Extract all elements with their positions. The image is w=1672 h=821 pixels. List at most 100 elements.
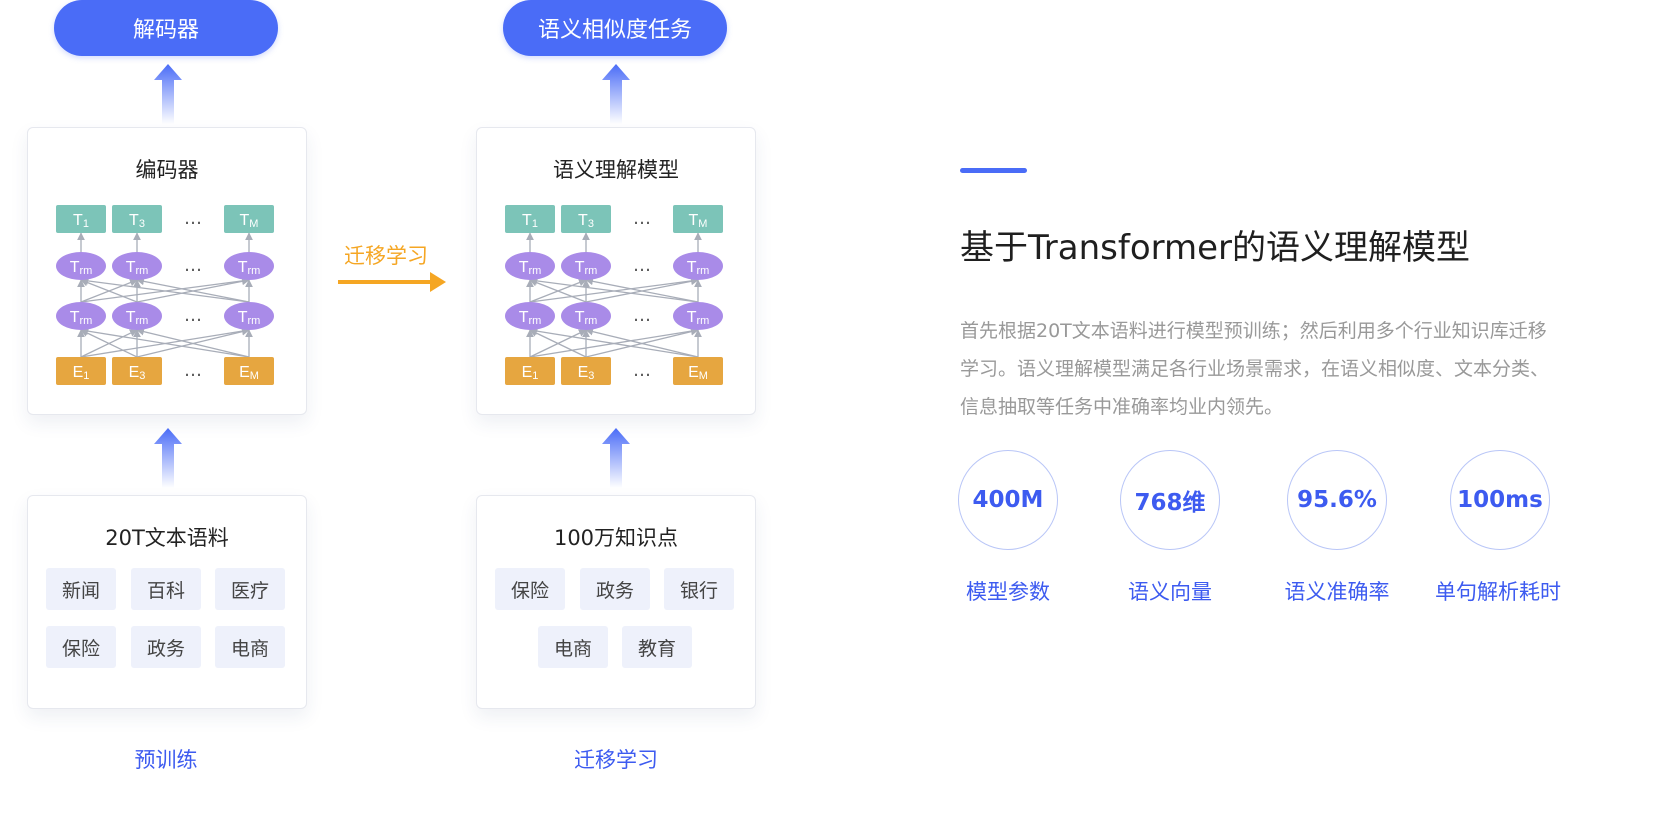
- stat-label-vector: 语义向量: [1128, 580, 1212, 604]
- up-arrow-icon: [602, 64, 630, 124]
- description: 首先根据20T文本语料进行模型预训练；然后利用多个行业知识库迁移学习。语义理解模…: [960, 320, 1550, 418]
- encoder-title: 编码器: [135, 158, 199, 182]
- input-token-label: EM: [688, 364, 708, 382]
- transformer-node-label: Trm: [238, 259, 261, 277]
- decoder-pill: 解码器: [54, 0, 278, 56]
- input-token-label: E3: [129, 364, 146, 382]
- transformer-node-label: Trm: [238, 309, 261, 327]
- knowledge-tag: 电商: [538, 626, 608, 668]
- similarity-task-label: 语义相似度任务: [537, 18, 692, 43]
- transformer-node-label: Trm: [70, 259, 93, 277]
- transformer-node-label: Trm: [575, 259, 598, 277]
- ellipsis: …: [633, 255, 651, 276]
- corpus-tag: 电商: [215, 626, 285, 668]
- input-token: [224, 357, 274, 385]
- network-edge: [80, 327, 250, 358]
- output-token: [56, 205, 106, 233]
- corpus-card: 20T文本语料 新闻 百科 医疗 保险 政务 电商: [27, 495, 307, 709]
- network-edge: [136, 327, 250, 358]
- ellipsis: …: [184, 255, 202, 276]
- output-token-label: T1: [522, 212, 538, 230]
- transformer-node: [112, 252, 162, 280]
- ellipsis: …: [633, 305, 651, 326]
- transformer-node-label: Trm: [519, 309, 542, 327]
- knowledge-tag: 保险: [495, 568, 565, 610]
- output-token-label: T3: [129, 212, 145, 230]
- transfer-arrow-label: 迁移学习: [344, 244, 428, 268]
- up-arrow-icon: [154, 64, 182, 124]
- right-arrow-icon: [338, 272, 446, 292]
- network-edge: [529, 277, 699, 303]
- stage-label-transfer: 迁移学习: [574, 748, 658, 772]
- output-token-label: TM: [689, 212, 708, 230]
- knowledge-tag: 银行: [664, 568, 734, 610]
- stat-circle-latency: 100ms: [1450, 450, 1550, 550]
- input-token: [112, 357, 162, 385]
- transformer-node: [561, 252, 611, 280]
- input-token-label: E3: [578, 364, 595, 382]
- up-arrow-icon: [154, 428, 182, 488]
- network-edge: [136, 277, 250, 303]
- input-token-label: EM: [239, 364, 259, 382]
- corpus-tag: 医疗: [215, 568, 285, 610]
- transformer-node: [56, 252, 106, 280]
- transformer-node-label: Trm: [687, 309, 710, 327]
- network-edge: [80, 278, 138, 303]
- corpus-tag: 政务: [131, 626, 201, 668]
- network-edge: [585, 277, 699, 303]
- transformer-node-label: Trm: [126, 259, 149, 277]
- ellipsis: …: [633, 208, 651, 229]
- transformer-node: [56, 302, 106, 330]
- corpus-tag: 保险: [46, 626, 116, 668]
- knowledge-title: 100万知识点: [553, 526, 679, 550]
- knowledge-card: 100万知识点 保险 政务 银行 电商 教育: [476, 495, 756, 709]
- transformer-node: [224, 302, 274, 330]
- network-edge: [529, 278, 587, 303]
- corpus-title: 20T文本语料: [105, 526, 229, 550]
- page-title: 基于Transformer的语义理解模型: [960, 228, 1471, 268]
- semantic-model-title: 语义理解模型: [553, 158, 679, 182]
- input-token-label: E1: [522, 364, 539, 382]
- network-edge: [80, 329, 138, 358]
- output-token: [112, 205, 162, 233]
- corpus-tag: 新闻: [46, 568, 116, 610]
- knowledge-tag: 教育: [622, 626, 692, 668]
- network-edge: [529, 329, 587, 358]
- stage-label-pretrain: 预训练: [134, 748, 198, 772]
- stat-circle-params: 400M: [958, 450, 1058, 550]
- output-token-label: TM: [240, 212, 259, 230]
- transformer-node: [505, 302, 555, 330]
- ellipsis: …: [184, 360, 202, 381]
- transformer-node: [224, 252, 274, 280]
- transformer-node-label: Trm: [687, 259, 710, 277]
- input-token: [673, 357, 723, 385]
- output-token-label: T1: [73, 212, 89, 230]
- transformer-node: [673, 252, 723, 280]
- input-token: [561, 357, 611, 385]
- network-edge: [529, 327, 699, 358]
- stat-label-latency: 单句解析耗时: [1435, 580, 1561, 604]
- transformer-node: [505, 252, 555, 280]
- output-token-label: T3: [578, 212, 594, 230]
- network-edge: [80, 277, 250, 303]
- ellipsis: …: [184, 305, 202, 326]
- transformer-node: [673, 302, 723, 330]
- stat-label-params: 模型参数: [966, 580, 1050, 604]
- transformer-node-label: Trm: [575, 309, 598, 327]
- transformer-node-label: Trm: [126, 309, 149, 327]
- output-token: [561, 205, 611, 233]
- knowledge-tag: 政务: [580, 568, 650, 610]
- output-token: [505, 205, 555, 233]
- input-token: [56, 357, 106, 385]
- ellipsis: …: [633, 360, 651, 381]
- corpus-tag: 百科: [131, 568, 201, 610]
- input-token-label: E1: [73, 364, 90, 382]
- transformer-node-label: Trm: [519, 259, 542, 277]
- input-token: [505, 357, 555, 385]
- decoder-label: 解码器: [132, 18, 199, 43]
- transformer-node: [112, 302, 162, 330]
- transformer-node: [561, 302, 611, 330]
